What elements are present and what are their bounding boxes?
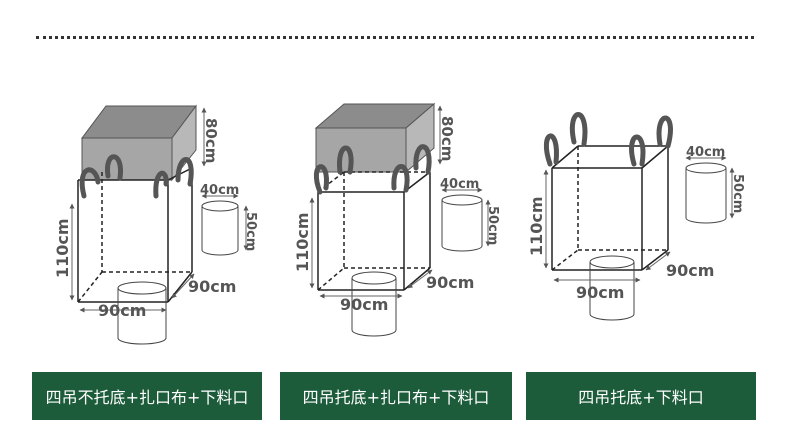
bag-1-bottom-width-label: 90cm bbox=[98, 301, 146, 320]
bag-1-height-label: 110cm bbox=[53, 218, 72, 278]
bag-1-spout-length-label: 50cm bbox=[243, 212, 258, 251]
bag-3-diagram: 110cm 90cm 90cm 40cm 50cm bbox=[527, 112, 745, 321]
bag-2-dimension-lines bbox=[309, 105, 491, 299]
bag-3-spout-length-label: 50cm bbox=[730, 174, 745, 213]
bag-2-handles bbox=[313, 144, 432, 195]
bag-3-spout bbox=[589, 255, 635, 321]
bag-1-spout-diameter-label: 40cm bbox=[200, 183, 239, 198]
bag-1-caption: 四吊不托底+扎口布+下料口 bbox=[32, 372, 262, 420]
bag-3-dimension-lines bbox=[543, 155, 735, 283]
bag-3-caption: 四吊托底+下料口 bbox=[526, 372, 756, 420]
dotted-divider bbox=[36, 36, 754, 39]
bag-2-top-skirt bbox=[314, 102, 436, 174]
bag-3-handles bbox=[543, 112, 673, 167]
bag-2-height-label: 110cm bbox=[293, 212, 312, 272]
bag-1-bottom-depth-label: 90cm bbox=[188, 277, 236, 296]
bag-3-body bbox=[551, 145, 669, 271]
bag-3-height-label: 110cm bbox=[527, 196, 546, 256]
bag-1-top-skirt bbox=[81, 104, 197, 182]
bag-2-caption: 四吊托底+扎口布+下料口 bbox=[280, 372, 512, 420]
bag-3-spout-detail bbox=[685, 162, 727, 224]
bag-3-bottom-width-label: 90cm bbox=[576, 283, 624, 302]
bag-3-spout-diameter-label: 40cm bbox=[686, 145, 725, 160]
bag-2-spout-length-label: 50cm bbox=[485, 206, 500, 245]
bag-1-top-height-label: 80cm bbox=[202, 118, 220, 163]
bag-2-spout-diameter-label: 40cm bbox=[440, 177, 479, 192]
bag-2-top-height-label: 80cm bbox=[438, 116, 456, 161]
bag-2-bottom-width-label: 90cm bbox=[340, 295, 388, 314]
bag-2-spout-detail bbox=[441, 194, 483, 252]
bag-1-dimension-lines bbox=[69, 107, 249, 313]
bag-2-spout bbox=[351, 271, 397, 337]
bag-1-handles bbox=[79, 154, 194, 199]
bag-1-diagram: 80cm 110cm 90cm 90cm 40cm 50cm bbox=[53, 104, 258, 345]
bag-2-diagram: 80cm 110cm 90cm 90cm 40cm 50cm bbox=[293, 102, 500, 337]
bag-1-spout bbox=[117, 281, 167, 345]
bag-2-bottom-depth-label: 90cm bbox=[426, 273, 474, 292]
bag-1-spout-detail bbox=[201, 200, 239, 256]
bag-3-bottom-depth-label: 90cm bbox=[666, 261, 714, 280]
